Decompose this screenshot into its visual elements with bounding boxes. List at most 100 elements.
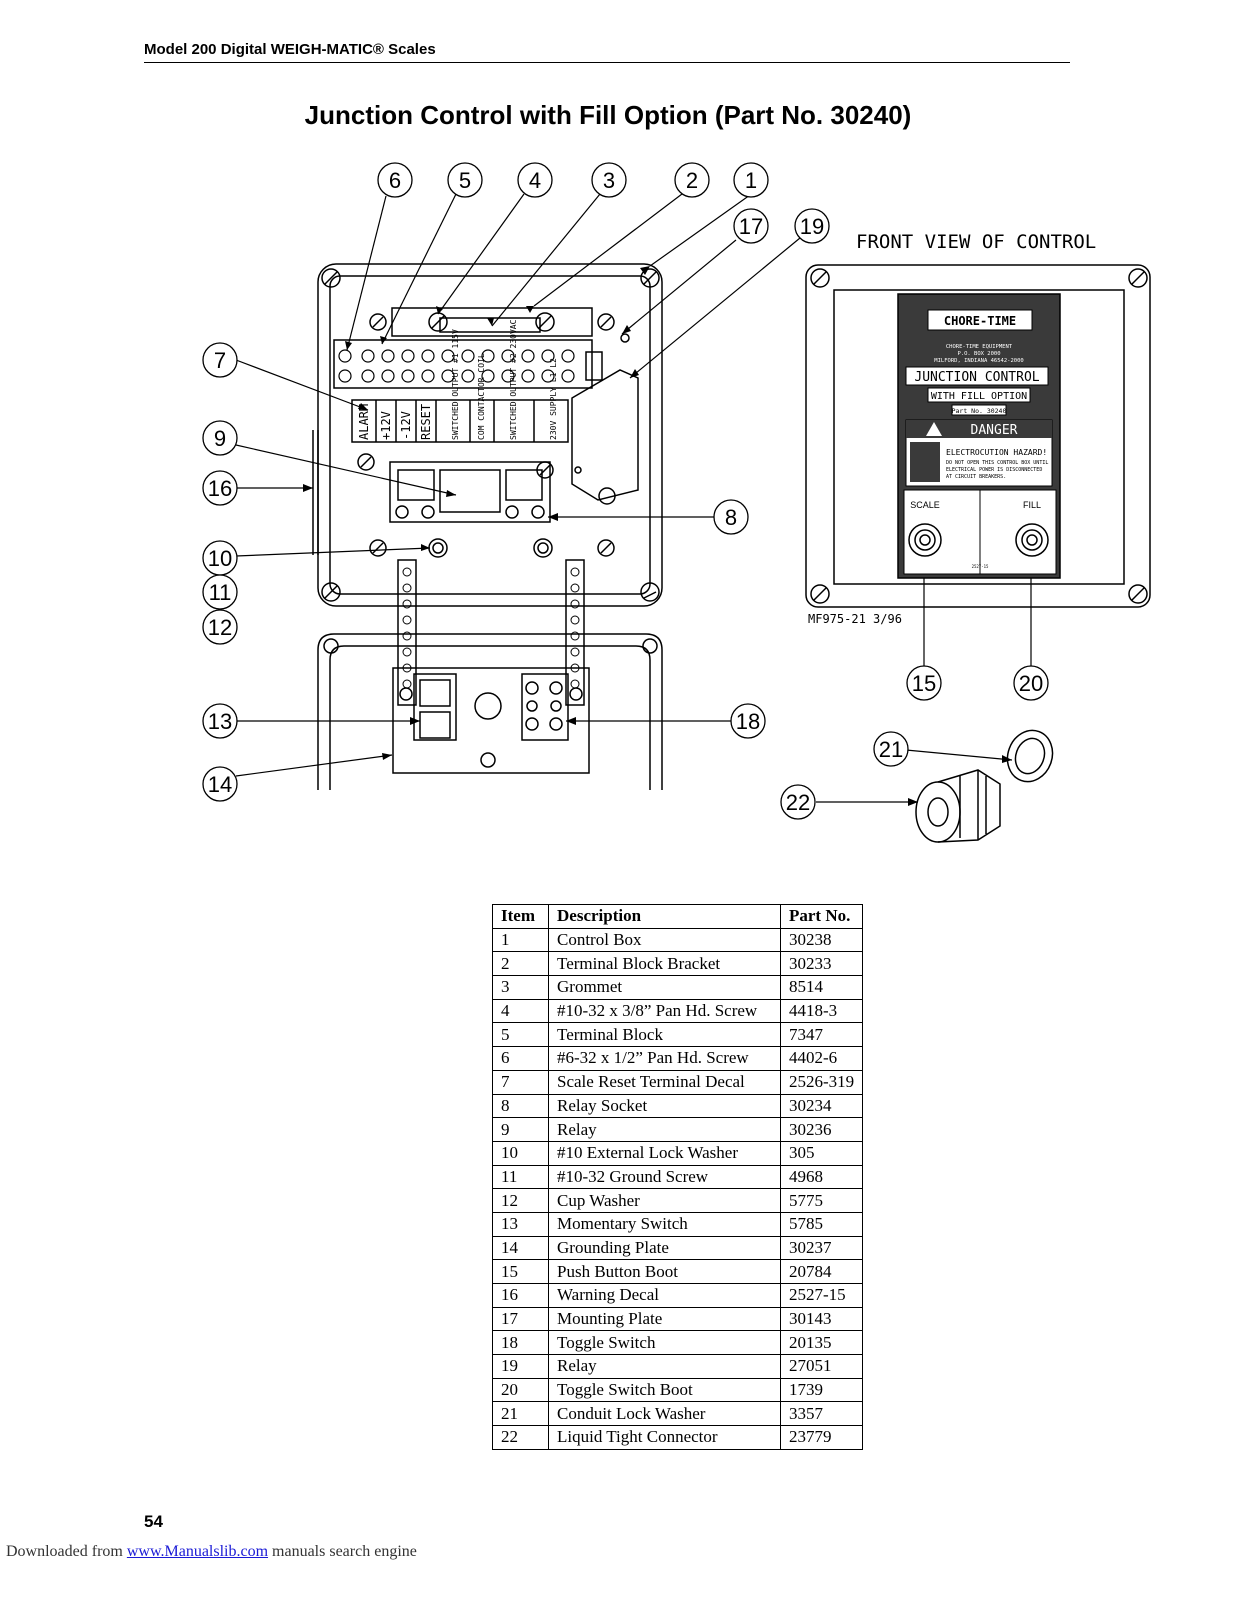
decal-part-no: Part No. 30240 (952, 407, 1007, 415)
item-cell: 16 (492, 1283, 549, 1308)
column-header-part-no: Part No. (779, 904, 864, 929)
parts-diagram: ALARM +12V -12V RESET SWITCHED OUTPUT #1… (202, 162, 1151, 843)
item-cell: 14 (492, 1235, 549, 1261)
description-cell: Grommet (548, 975, 781, 1000)
item-cell: 18 (492, 1330, 549, 1356)
item-cell: 13 (492, 1211, 549, 1237)
description-cell: #10 External Lock Washer (548, 1140, 781, 1166)
download-footer: Downloaded from www.Manualslib.com manua… (6, 1543, 417, 1561)
part-no-cell: 27051 (779, 1354, 864, 1379)
description-cell: Relay (548, 1354, 781, 1379)
decal-title-1: JUNCTION CONTROL (914, 370, 1039, 385)
description-cell: Warning Decal (548, 1283, 781, 1308)
item-cell: 3 (492, 975, 549, 1000)
part-no-cell: 23779 (779, 1425, 864, 1450)
callout-21: 21 (879, 737, 903, 762)
part-no-cell: 20784 (779, 1259, 864, 1284)
decal-address-2: MILFORD, INDIANA 46542-2000 (934, 358, 1023, 364)
terminal-label-230v-supply: 230V SUPPLY L1 L2 (549, 358, 558, 440)
decal-warning-1: DO NOT OPEN THIS CONTROL BOX UNTIL (946, 460, 1048, 466)
callout-6: 6 (389, 168, 401, 193)
description-cell: Toggle Switch (548, 1330, 781, 1356)
callout-1: 1 (745, 168, 757, 193)
item-cell: 15 (492, 1259, 549, 1284)
page-title: Junction Control with Fill Option (Part … (304, 100, 912, 130)
part-no-cell: 2527-15 (779, 1283, 864, 1308)
item-cell: 6 (492, 1046, 549, 1071)
part-no-cell: 1739 (779, 1377, 864, 1403)
decal-brand-sub: CHORE-TIME EQUIPMENT (946, 344, 1013, 350)
part-no-cell: 5775 (779, 1188, 864, 1213)
callout-4: 4 (529, 168, 541, 193)
callout-5: 5 (459, 168, 471, 193)
decal-code: 2527-15 (972, 564, 989, 569)
column-header-item: Item (492, 904, 549, 929)
item-cell: 19 (492, 1354, 549, 1379)
decal-scale-label: SCALE (910, 500, 940, 510)
decal-address-1: P.O. BOX 2000 (957, 351, 1000, 357)
manualslib-link[interactable]: www.Manualslib.com (126, 1543, 269, 1560)
part-no-cell: 30236 (779, 1117, 864, 1142)
callout-19: 19 (800, 214, 824, 239)
page-number: 54 (144, 1512, 163, 1531)
item-cell: 8 (492, 1093, 549, 1119)
callout-11: 11 (209, 580, 232, 605)
callout-16: 16 (208, 476, 232, 501)
part-no-cell: 305 (779, 1140, 864, 1166)
description-cell: Scale Reset Terminal Decal (548, 1069, 781, 1095)
callout-14: 14 (208, 772, 232, 797)
header-divider (144, 62, 1070, 63)
callout-2: 2 (686, 168, 698, 193)
item-cell: 11 (492, 1164, 549, 1190)
callout-13: 13 (208, 709, 232, 734)
part-no-cell: 2526-319 (779, 1069, 864, 1095)
description-cell: Liquid Tight Connector (548, 1425, 781, 1450)
decal-hazard: ELECTROCUTION HAZARD! (946, 448, 1047, 457)
decal-danger: DANGER (971, 423, 1018, 438)
part-no-cell: 7347 (779, 1022, 864, 1048)
hand-shock-icon (910, 442, 940, 482)
terminal-label-switched-output-2: SWITCHED OUTPUT #2 230VAC (509, 319, 518, 440)
drawing-number: MF975-21 3/96 (808, 612, 902, 626)
description-cell: #10-32 Ground Screw (548, 1164, 781, 1190)
table-header-row: Item Description Part No. (492, 904, 864, 929)
decal-title-2: WITH FILL OPTION (931, 391, 1027, 402)
callout-10: 10 (208, 546, 232, 571)
description-cell: Grounding Plate (548, 1235, 781, 1261)
callout-17: 17 (739, 214, 763, 239)
decal-fill-label: FILL (1023, 500, 1041, 510)
item-cell: 21 (492, 1401, 549, 1427)
description-cell: Cup Washer (548, 1188, 781, 1213)
description-cell: Control Box (548, 927, 781, 953)
part-no-cell: 4968 (779, 1164, 864, 1190)
description-cell: Conduit Lock Washer (548, 1401, 781, 1427)
terminal-label-alarm: ALARM (357, 404, 371, 440)
part-no-cell: 20135 (779, 1330, 864, 1356)
item-cell: 22 (492, 1425, 549, 1450)
item-cell: 7 (492, 1069, 549, 1095)
item-cell: 1 (492, 927, 549, 953)
part-no-cell: 5785 (779, 1211, 864, 1237)
terminal-label-switched-output-1: SWITCHED OUTPUT #1 115V (451, 329, 460, 440)
part-no-cell: 4402-6 (779, 1046, 864, 1071)
decal-brand: CHORE-TIME (944, 314, 1016, 328)
